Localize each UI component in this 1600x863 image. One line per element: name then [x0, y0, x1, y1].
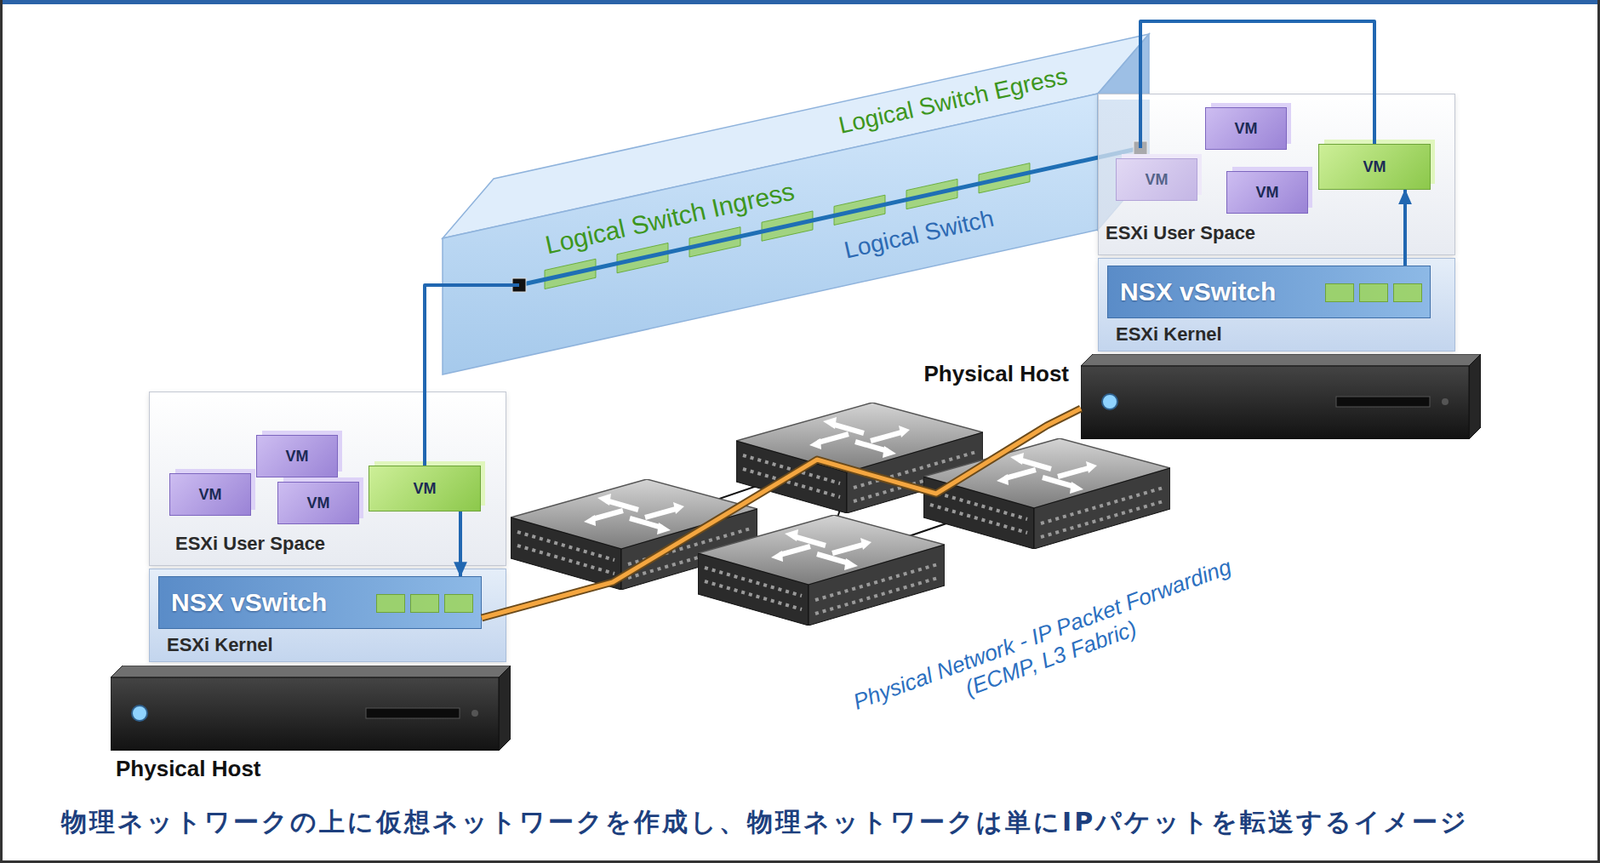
vswitch-box: NSX vSwitch	[1107, 265, 1431, 319]
server-front	[1080, 365, 1469, 440]
server-top	[1080, 354, 1481, 366]
layer-label: ESXi Kernel	[166, 634, 274, 657]
packet-block	[376, 594, 406, 613]
server-shape	[1080, 354, 1481, 440]
server-shape	[110, 665, 511, 751]
layer-label: ESXi Kernel	[1115, 323, 1223, 346]
vm-label: VM	[1256, 183, 1280, 202]
vswitch-label: NSX vSwitch	[171, 588, 327, 618]
logical-path	[519, 148, 1141, 286]
server-side	[498, 665, 511, 751]
switch-icon	[923, 438, 1171, 549]
host-label: Physical Host	[923, 360, 1069, 388]
switch-icon	[697, 514, 945, 626]
vm-box: VM	[1226, 171, 1309, 214]
switch-port	[512, 278, 526, 292]
vm-box: VM	[277, 481, 360, 525]
vswitch-label: NSX vSwitch	[1120, 277, 1276, 307]
vm-box: VM	[1205, 107, 1287, 150]
power-light	[1102, 394, 1118, 410]
user-space-layer: ESXi User Space VM VM VM VM	[1097, 93, 1456, 256]
vm-label: VM	[413, 480, 437, 498]
server-button	[471, 709, 479, 717]
physical-link	[481, 408, 1081, 618]
kernel-layer: ESXi Kernel NSX vSwitch	[148, 568, 507, 663]
caption: 物理ネットワークの上に仮想ネットワークを作成し、物理ネットワークは単にIPパケッ…	[61, 805, 1469, 840]
frame-bar	[0, 0, 1600, 5]
packet-block	[410, 594, 440, 613]
band-front-face	[442, 93, 1098, 375]
frame-edge	[0, 860, 1600, 863]
kernel-layer: ESXi Kernel NSX vSwitch	[1097, 257, 1456, 352]
drive-slot	[1336, 396, 1430, 407]
cable-outline	[481, 408, 1081, 618]
vm-label: VM	[285, 447, 309, 466]
drive-slot	[365, 708, 460, 719]
layer-label: ESXi User Space	[1105, 222, 1256, 245]
vm-label: VM	[1363, 158, 1387, 177]
vm-box-active: VM	[1318, 143, 1431, 190]
frame-edge	[1597, 0, 1600, 863]
vm-label: VM	[1234, 120, 1258, 138]
packet-block	[444, 594, 474, 613]
vm-box: VM	[256, 434, 338, 478]
vm-label: VM	[1145, 171, 1169, 189]
layer-label: ESXi User Space	[175, 532, 326, 555]
packet-block	[1359, 283, 1389, 303]
physical-host: Physical Host	[1080, 354, 1481, 440]
server-side	[1468, 354, 1481, 440]
vm-box: VM	[169, 473, 252, 516]
power-light	[131, 705, 148, 721]
frame-edge	[0, 0, 3, 863]
host-label: Physical Host	[115, 755, 262, 783]
vm-box-active: VM	[368, 465, 481, 512]
packet-block	[1393, 283, 1423, 303]
server-button	[1441, 398, 1449, 406]
vswitch-box: NSX vSwitch	[158, 576, 482, 629]
logical-switch-band: Logical Switch IngressLogical Switch Egr…	[442, 29, 1158, 379]
user-space-layer: ESXi User Space VM VM VM VM	[148, 391, 507, 566]
vm-label: VM	[199, 485, 223, 504]
packet-block	[1325, 283, 1355, 303]
vm-label: VM	[307, 494, 331, 513]
physical-host: Physical Host	[110, 665, 511, 751]
vm-box: VM	[1115, 158, 1198, 201]
server-top	[110, 665, 511, 678]
server-front	[110, 677, 499, 751]
